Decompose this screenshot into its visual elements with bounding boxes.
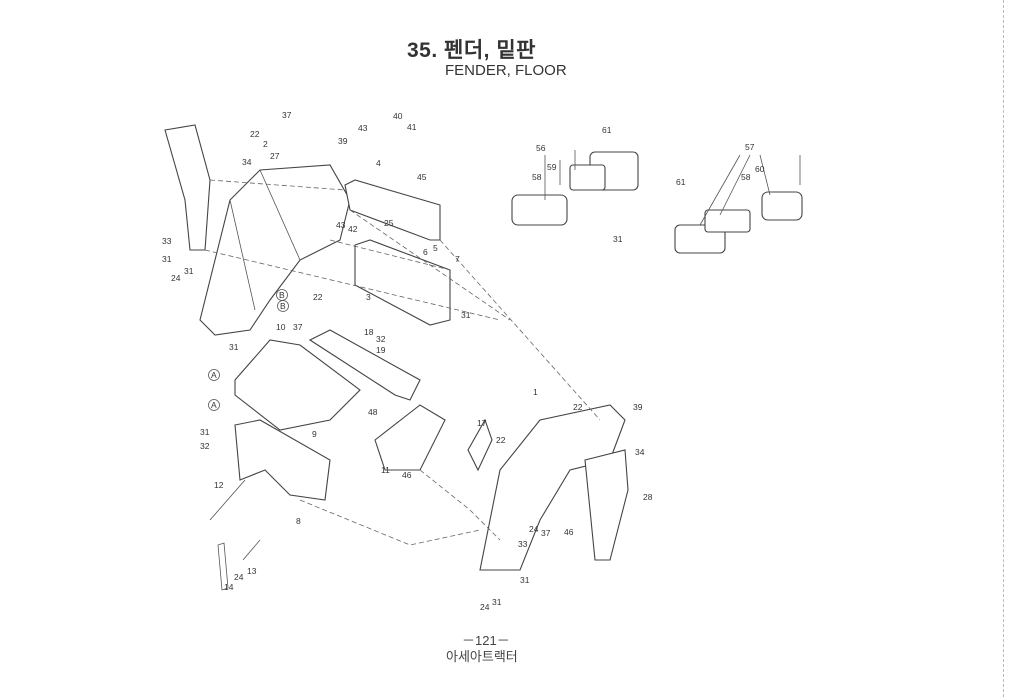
page-number: －121－ — [462, 633, 510, 648]
part-callout: 12 — [214, 480, 224, 490]
part-callout: 22 — [573, 402, 583, 412]
part-callout: 31 — [461, 310, 471, 320]
part-callout: 31 — [229, 342, 239, 352]
right-fender — [467, 404, 629, 571]
page-edge — [1003, 0, 1012, 697]
part-callout: 24 — [529, 524, 539, 534]
footer-model: 아세아트랙터 — [446, 649, 518, 664]
part-callout: 56 — [536, 143, 546, 153]
part-callout: 28 — [643, 492, 653, 502]
part-callout: 32 — [200, 441, 210, 451]
part-callout: 37 — [293, 322, 303, 332]
reference-circle — [277, 300, 289, 312]
part-callout: 24 — [480, 602, 490, 612]
part-callout: 22 — [250, 129, 260, 139]
part-callout: 39 — [338, 136, 348, 146]
page-title: 35. 펜더, 밑판 — [407, 39, 536, 62]
part-callout: 45 — [417, 172, 427, 182]
part-callout: 32 — [376, 334, 386, 344]
part-callout: 46 — [564, 527, 574, 537]
part-callout: 2 — [263, 139, 268, 149]
reference-circle — [208, 399, 220, 411]
part-callout: 60 — [755, 164, 765, 174]
reference-circle — [208, 369, 220, 381]
part-callout: 31 — [200, 427, 210, 437]
page-subtitle: FENDER, FLOOR — [445, 62, 567, 79]
fasteners — [209, 479, 261, 591]
part-callout: 24 — [171, 273, 181, 283]
part-callout: 24 — [234, 572, 244, 582]
part-callout: 10 — [276, 322, 286, 332]
part-callout: 17 — [477, 418, 487, 428]
part-callout: A — [211, 400, 217, 410]
part-callout: 3 — [366, 292, 371, 302]
part-callout: B — [280, 301, 286, 311]
part-callout: 48 — [368, 407, 378, 417]
left-fender — [164, 124, 351, 336]
part-callout: 13 — [247, 566, 257, 576]
part-callout: 57 — [745, 142, 755, 152]
part-callout: 61 — [676, 177, 686, 187]
lamp-assembly-left — [511, 151, 639, 226]
lamp-assembly-right — [674, 191, 803, 254]
part-callout: 8 — [296, 516, 301, 526]
leader-lines — [204, 150, 801, 546]
part-callout: 5 — [433, 243, 438, 253]
part-callout: 39 — [633, 402, 643, 412]
part-callout: 6 — [423, 247, 428, 257]
part-callout: 46 — [402, 470, 412, 480]
part-callout: 40 — [393, 111, 403, 121]
part-callout: 18 — [364, 327, 374, 337]
part-callout: 22 — [313, 292, 323, 302]
part-callout: 34 — [635, 447, 645, 457]
part-callout: 58 — [741, 172, 751, 182]
part-callout: B — [279, 290, 285, 300]
part-callout: 41 — [407, 122, 417, 132]
part-callout: 61 — [602, 125, 612, 135]
part-callout: 31 — [162, 254, 172, 264]
part-callout: 25 — [384, 218, 394, 228]
floor-plates — [234, 329, 446, 501]
part-callout: 7 — [455, 254, 460, 264]
part-callout: 19 — [376, 345, 386, 355]
part-callout: 43 — [358, 123, 368, 133]
part-callout: 31 — [613, 234, 623, 244]
part-callout: 58 — [532, 172, 542, 182]
part-callout: 43 — [336, 220, 346, 230]
part-callout: 59 — [547, 162, 557, 172]
part-callout: 33 — [162, 236, 172, 246]
part-callout: 37 — [541, 528, 551, 538]
part-callout: 27 — [270, 151, 280, 161]
part-callout: 14 — [224, 582, 234, 592]
part-callout: 9 — [312, 429, 317, 439]
part-callout: 4 — [376, 158, 381, 168]
part-callout: 31 — [492, 597, 502, 607]
part-callout: 37 — [282, 110, 292, 120]
part-callout: 42 — [348, 224, 358, 234]
part-callout: 31 — [520, 575, 530, 585]
part-callout: A — [211, 370, 217, 380]
part-callout: 31 — [184, 266, 194, 276]
part-callout: 1 — [533, 387, 538, 397]
part-callout: 33 — [518, 539, 528, 549]
part-callout: 22 — [496, 435, 506, 445]
part-callout: 34 — [242, 157, 252, 167]
part-callout: 11 — [381, 465, 390, 475]
